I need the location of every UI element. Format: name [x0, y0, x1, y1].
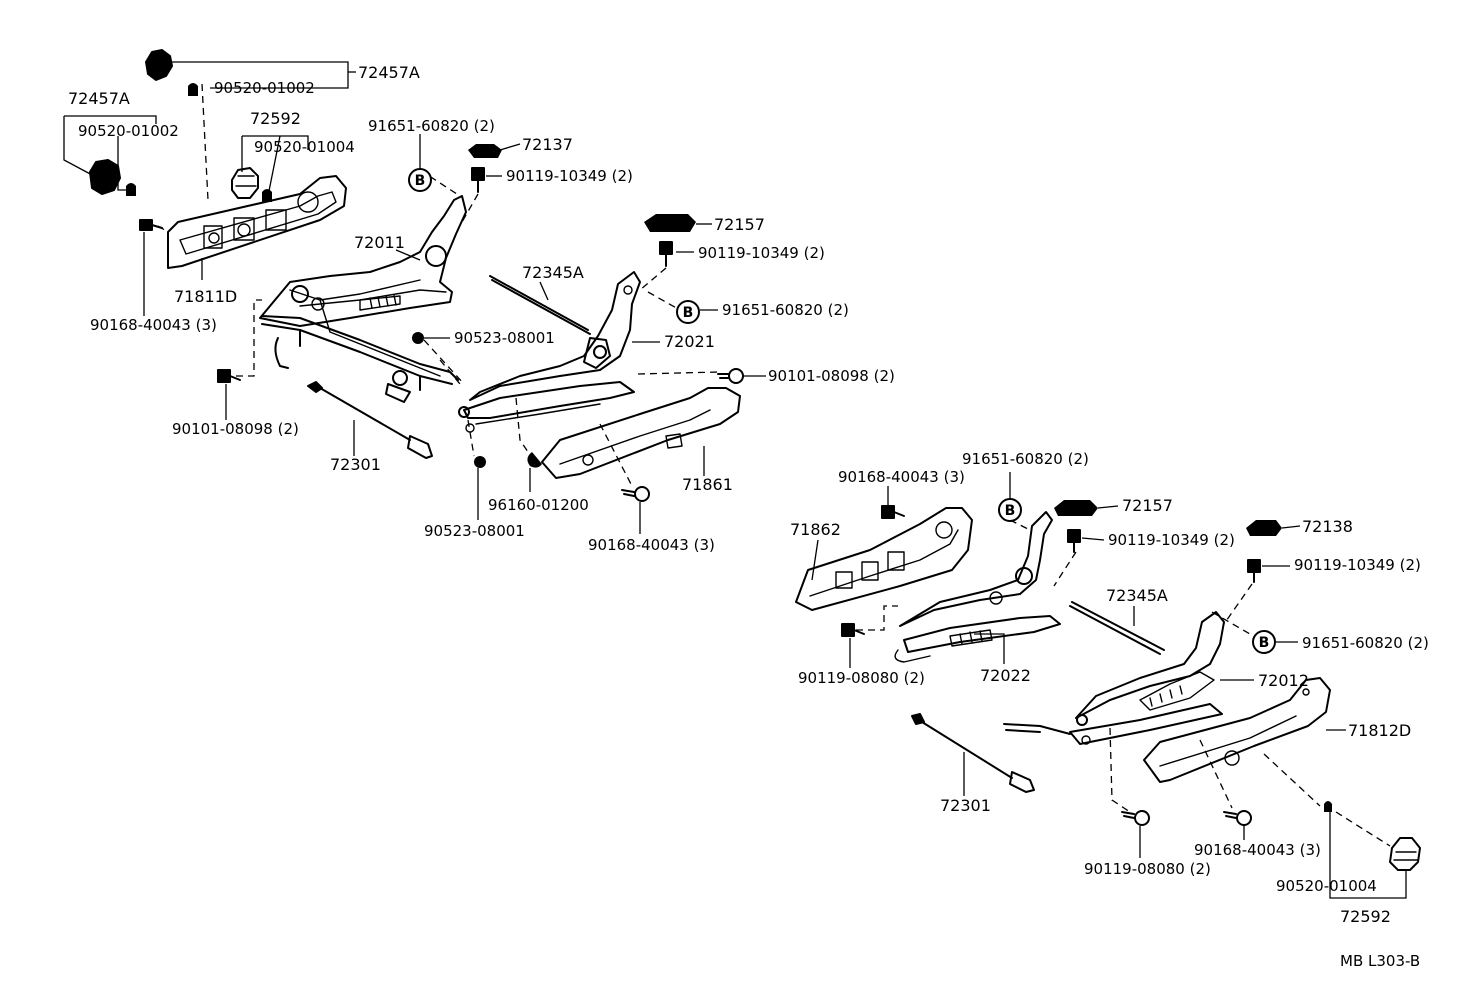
label-71862: 71862 — [790, 520, 841, 539]
label-72022: 72022 — [980, 666, 1031, 685]
clip-90520-01004-b — [1324, 801, 1332, 812]
label-91651-60820-d: 91651-60820 (2) — [1302, 634, 1429, 652]
label-90119-10349-c: 90119-10349 (2) — [1108, 531, 1235, 549]
rod-72345a-right — [1069, 601, 1165, 655]
label-72021: 72021 — [664, 332, 715, 351]
diagram-code: MB L303-B — [1340, 952, 1420, 970]
part-labels: 72457A 90520-01002 72457A 90520-01002 72… — [68, 63, 1429, 970]
label-71811d: 71811D — [174, 287, 237, 306]
badge-b-3: B — [998, 498, 1022, 522]
label-72301-a: 72301 — [330, 455, 381, 474]
label-90520-01002-top: 90520-01002 — [214, 79, 315, 97]
label-90119-10349-d: 90119-10349 (2) — [1294, 556, 1421, 574]
cover-72137 — [468, 144, 502, 158]
label-71861: 71861 — [682, 475, 733, 494]
badge-b-4: B — [1252, 630, 1276, 654]
label-90119-10349-a: 90119-10349 (2) — [506, 167, 633, 185]
seat-cover-71811d — [167, 175, 347, 269]
knob-72592-b — [1389, 837, 1421, 871]
cable-72301-left — [307, 381, 433, 459]
label-72157-b: 72157 — [1122, 496, 1173, 515]
label-72592-b: 72592 — [1340, 907, 1391, 926]
label-72345a-b: 72345A — [1106, 586, 1168, 605]
bolt-90119-08080-b — [1121, 810, 1150, 826]
label-90523-08001-a: 90523-08001 — [454, 329, 555, 347]
bolt-90168-40043-c — [881, 505, 905, 519]
label-72137: 72137 — [522, 135, 573, 154]
clip-96160-01200 — [527, 452, 542, 468]
label-72012: 72012 — [1258, 671, 1309, 690]
adjuster-72021 — [458, 271, 641, 433]
label-72301-b: 72301 — [940, 796, 991, 815]
bolt-90119-10349-c — [1067, 529, 1081, 553]
cover-72138 — [1246, 520, 1282, 536]
svg-text:B: B — [1259, 635, 1270, 651]
cover-72157-b — [1054, 500, 1098, 516]
knob-72457a-left — [89, 159, 121, 195]
rod-72345a-left — [489, 275, 591, 335]
svg-text:B: B — [415, 173, 426, 189]
adjuster-72012 — [1003, 611, 1225, 745]
label-91651-60820-b: 91651-60820 (2) — [722, 301, 849, 319]
label-72457a-left: 72457A — [68, 89, 130, 108]
adjuster-72011 — [259, 195, 467, 327]
washer-90523-08001-upper — [412, 332, 424, 344]
bolt-90119-10349-a — [471, 167, 485, 193]
label-72457a-top: 72457A — [358, 63, 420, 82]
side-cover-71812d — [1143, 677, 1331, 783]
bolt-90101-08098-left — [217, 369, 241, 383]
label-90523-08001-b: 90523-08001 — [424, 522, 525, 540]
label-90119-08080-a: 90119-08080 (2) — [798, 669, 925, 687]
knob-72457a-top — [145, 49, 173, 81]
side-cover-71861 — [541, 387, 741, 479]
svg-text:B: B — [1005, 503, 1016, 519]
label-90168-40043-b: 90168-40043 (3) — [588, 536, 715, 554]
bolt-90168-40043-b — [621, 486, 650, 502]
clip-90520-01002-top — [188, 83, 198, 96]
bolt-90168-40043-left — [139, 219, 163, 231]
label-72011: 72011 — [354, 233, 405, 252]
label-90520-01002-left: 90520-01002 — [78, 122, 179, 140]
label-90168-40043-c: 90168-40043 (3) — [838, 468, 965, 486]
label-72345a-a: 72345A — [522, 263, 584, 282]
label-90520-01004-b: 90520-01004 — [1276, 877, 1377, 895]
badge-b-1: B — [408, 168, 432, 192]
clip-90520-01004-top — [262, 189, 272, 202]
leader-lines — [63, 61, 1407, 899]
label-91651-60820-c: 91651-60820 (2) — [962, 450, 1089, 468]
clip-90520-01002-left — [126, 183, 136, 196]
label-96160-01200: 96160-01200 — [488, 496, 589, 514]
label-90101-08098-r: 90101-08098 (2) — [768, 367, 895, 385]
bolt-90119-08080-a — [841, 623, 865, 637]
bolt-90101-08098-right — [717, 368, 744, 384]
assembly-dashed-lines — [157, 83, 1391, 847]
label-91651-60820-a: 91651-60820 (2) — [368, 117, 495, 135]
label-71812d: 71812D — [1348, 721, 1411, 740]
adjuster-72022 — [894, 511, 1061, 663]
cable-72301-right — [911, 713, 1035, 793]
label-90101-08098-l: 90101-08098 (2) — [172, 420, 299, 438]
knob-72592-top — [231, 167, 259, 199]
label-90119-08080-b: 90119-08080 (2) — [1084, 860, 1211, 878]
label-90168-40043-a: 90168-40043 (3) — [90, 316, 217, 334]
label-72138: 72138 — [1302, 517, 1353, 536]
washer-90523-08001-lower — [474, 456, 486, 468]
bolt-90168-40043-d — [1223, 810, 1252, 826]
label-72592-top: 72592 — [250, 109, 301, 128]
badge-b-2: B — [676, 300, 700, 324]
bolt-90119-10349-b — [659, 241, 673, 267]
seat-rail-left — [261, 299, 459, 403]
label-90119-10349-b: 90119-10349 (2) — [698, 244, 825, 262]
bolt-90119-10349-d — [1247, 559, 1261, 583]
label-90168-40043-d: 90168-40043 (3) — [1194, 841, 1321, 859]
label-72157-a: 72157 — [714, 215, 765, 234]
svg-text:B: B — [683, 305, 694, 321]
cover-72157-a — [644, 214, 696, 232]
seat-cover-71862 — [795, 507, 973, 611]
label-90520-01004-top: 90520-01004 — [254, 138, 355, 156]
